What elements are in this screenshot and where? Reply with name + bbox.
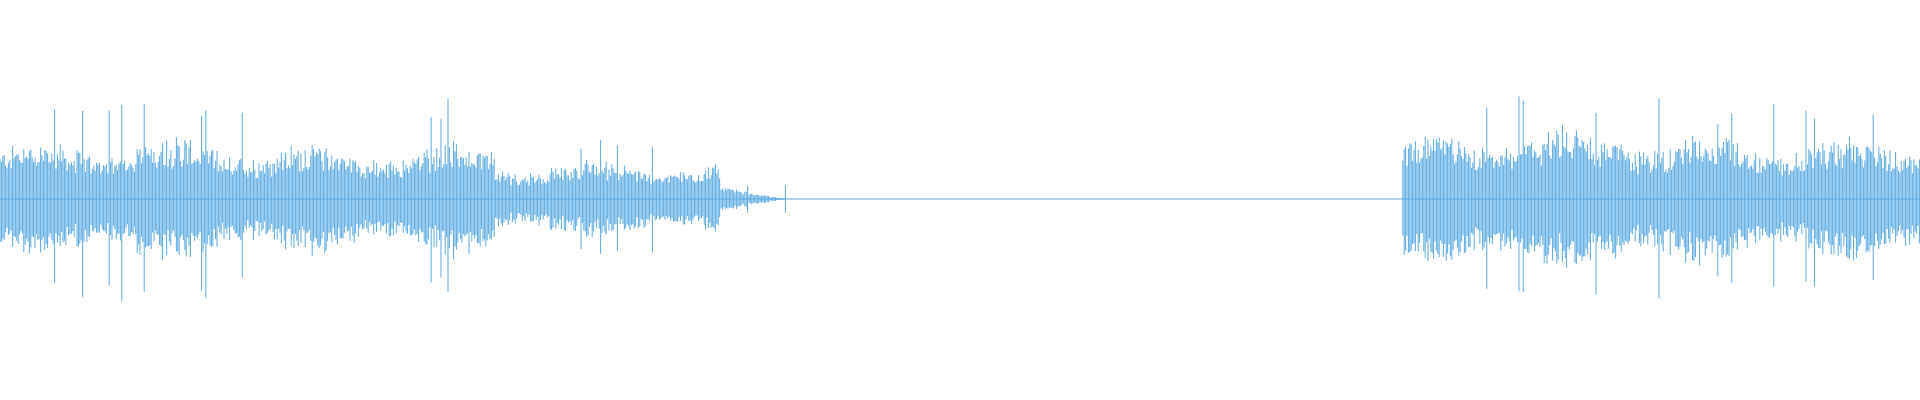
waveform-samples bbox=[0, 96, 1920, 302]
